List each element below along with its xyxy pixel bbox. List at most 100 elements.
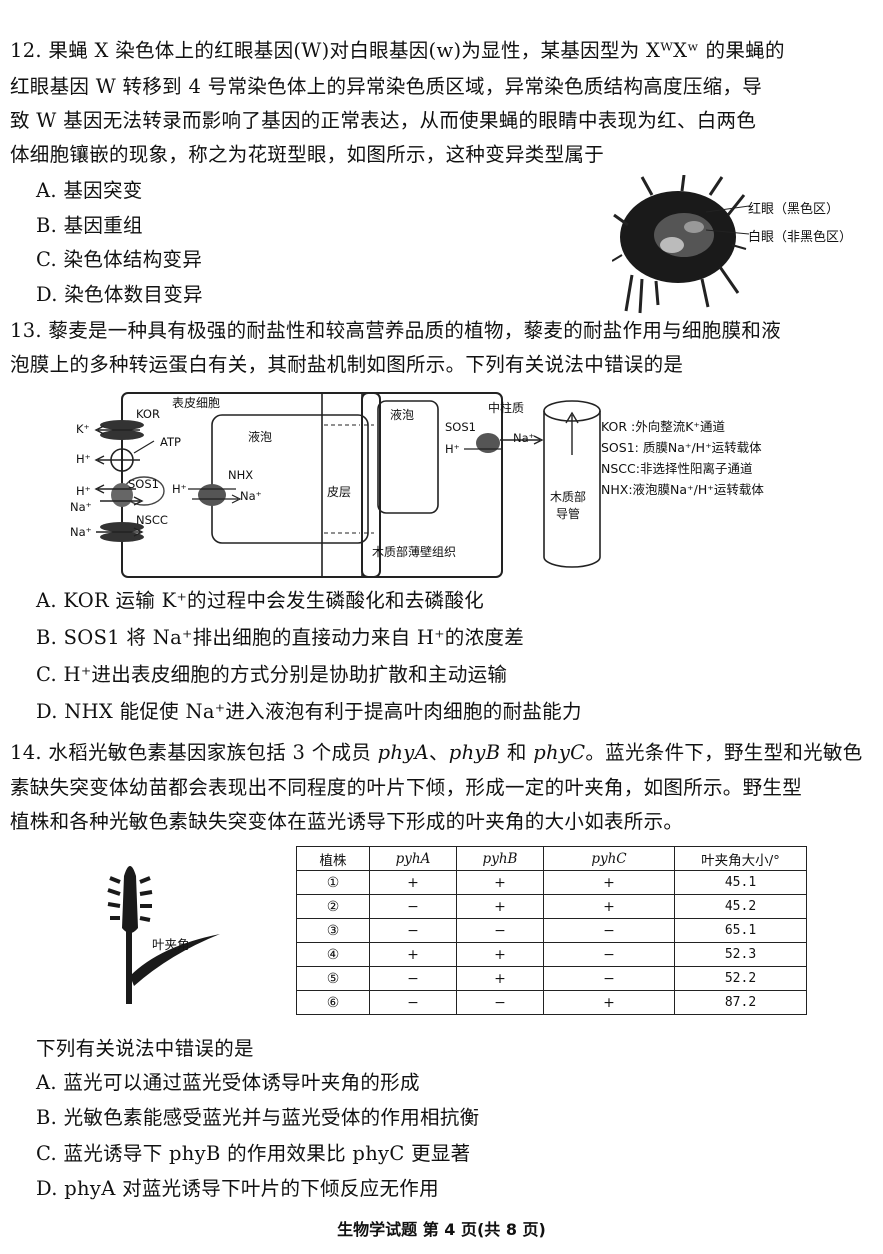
legend-nscc: NSCC:非选择性阳离子通道 bbox=[601, 461, 753, 476]
label-vacuole-2: 液泡 bbox=[390, 408, 415, 422]
q13-line-2: 泡膜上的多种转运蛋白有关，其耐盐机制如图所示。下列有关说法中错误的是 bbox=[10, 353, 684, 376]
th-pyhB: pyhB bbox=[456, 846, 544, 871]
page-footer: 生物学试题 第 4 页(共 8 页) bbox=[337, 1220, 546, 1239]
table-row: ① + + + 45.1 bbox=[296, 870, 807, 895]
th-leaf-angle: 叶夹角大小/° bbox=[674, 846, 807, 871]
fly-eye-figure bbox=[612, 175, 747, 314]
q14-line-1-suffix: 。蓝光条件下，野生型和光敏色 bbox=[585, 741, 863, 764]
cell-pyhA: − bbox=[369, 990, 457, 1015]
cell-pyhA: − bbox=[369, 894, 457, 919]
q13-option-c[interactable]: C. H⁺进出表皮细胞的方式分别是协助扩散和主动运输 bbox=[36, 663, 508, 686]
q14-option-a[interactable]: A. 蓝光可以通过蓝光受体诱导叶夹角的形成 bbox=[36, 1071, 420, 1094]
cell-pyhC: + bbox=[543, 870, 675, 895]
table-row: ⑥ − − + 87.2 bbox=[296, 990, 807, 1015]
label-vacuole-1: 液泡 bbox=[248, 430, 273, 444]
label-na-plus-2: Na⁺ bbox=[70, 525, 92, 539]
cell-plant: ③ bbox=[296, 918, 370, 943]
cell-pyhA: − bbox=[369, 918, 457, 943]
cell-pyhC: + bbox=[543, 990, 675, 1015]
label-h-plus-2: H⁺ bbox=[76, 484, 91, 498]
label-stele: 中柱质 bbox=[488, 401, 525, 415]
cell-plant: ② bbox=[296, 894, 370, 919]
label-k-plus: K⁺ bbox=[76, 422, 90, 436]
label-sos1-right: SOS1 bbox=[445, 420, 476, 434]
white-eye-label: 白眼（非黑色区） bbox=[748, 230, 853, 245]
label-nhx: NHX bbox=[228, 468, 254, 482]
legend-nhx: NHX:液泡膜Na⁺/H⁺运转载体 bbox=[601, 482, 764, 497]
red-eye-label: 红眼（黑色区） bbox=[748, 202, 840, 217]
table-row: ⑤ − + − 52.2 bbox=[296, 966, 807, 991]
th-pyhA: pyhA bbox=[369, 846, 457, 871]
th-plant: 植株 bbox=[296, 846, 370, 871]
cell-pyhA: − bbox=[369, 966, 457, 991]
q14-option-d[interactable]: D. phyA 对蓝光诱导下叶片的下倾反应无作用 bbox=[36, 1177, 439, 1200]
cell-pyhC: − bbox=[543, 966, 675, 991]
q13-line-1: 13. 藜麦是一种具有极强的耐盐性和较高营养品质的植物，藜麦的耐盐作用与细胞膜和… bbox=[10, 319, 782, 342]
cell-plant: ⑤ bbox=[296, 966, 370, 991]
cell-angle: 87.2 bbox=[674, 990, 807, 1015]
q14-sep-1: 、 bbox=[428, 741, 449, 764]
label-xylem-2: 导管 bbox=[556, 507, 581, 521]
cell-pyhA: + bbox=[369, 942, 457, 967]
label-kor: KOR bbox=[136, 407, 160, 421]
legend-kor: KOR :外向整流K⁺通道 bbox=[601, 419, 726, 434]
th-pyhC: pyhC bbox=[543, 846, 675, 871]
salt-tolerance-diagram bbox=[94, 392, 601, 578]
q14-line-2: 素缺失突变体幼苗都会表现出不同程度的叶片下倾，形成一定的叶夹角，如图所示。野生型 bbox=[10, 776, 803, 799]
q13-option-a[interactable]: A. KOR 运输 K⁺的过程中会发生磷酸化和去磷酸化 bbox=[36, 589, 485, 612]
q13-option-b[interactable]: B. SOS1 将 Na⁺排出细胞的直接动力来自 H⁺的浓度差 bbox=[36, 626, 525, 649]
label-h-plus-4: H⁺ bbox=[445, 442, 460, 456]
q12-line-1: 12. 果蝇 X 染色体上的红眼基因(W)对白眼基因(w)为显性，某基因型为 X… bbox=[10, 39, 785, 62]
table-row: ④ + + − 52.3 bbox=[296, 942, 807, 967]
label-parenchyma: 木质部薄壁组织 bbox=[372, 545, 457, 559]
leaf-angle-table: 植株 pyhA pyhB pyhC 叶夹角大小/° ① + + + 45.1 ②… bbox=[296, 846, 807, 1015]
q14-option-c[interactable]: C. 蓝光诱导下 phyB 的作用效果比 phyC 更显著 bbox=[36, 1142, 471, 1165]
table-row: ② − + + 45.2 bbox=[296, 894, 807, 919]
label-sos1-left: SOS1 bbox=[128, 477, 159, 491]
q14-sep-2: 和 bbox=[500, 741, 534, 764]
cell-pyhB: − bbox=[456, 918, 544, 943]
q12-option-c[interactable]: C. 染色体结构变异 bbox=[36, 248, 203, 271]
cell-angle: 52.3 bbox=[674, 942, 807, 967]
cell-plant: ① bbox=[296, 870, 370, 895]
table-row: ③ − − − 65.1 bbox=[296, 918, 807, 943]
cell-pyhB: − bbox=[456, 990, 544, 1015]
q12-line-2: 红眼基因 W 转移到 4 号常染色体上的异常染色质区域，异常染色质结构高度压缩，… bbox=[10, 75, 763, 98]
q12-line-4: 体细胞镶嵌的现象，称之为花斑型眼，如图所示，这种变异类型属于 bbox=[10, 143, 605, 166]
fly-eye-pointer-lines bbox=[706, 205, 750, 235]
label-na-plus-4: Na⁺ bbox=[513, 431, 535, 445]
q12-option-d[interactable]: D. 染色体数目变异 bbox=[36, 283, 203, 306]
cell-pyhC: − bbox=[543, 942, 675, 967]
q12-line-3: 致 W 基因无法转录而影响了基因的正常表达，从而使果蝇的眼睛中表现为红、白两色 bbox=[10, 109, 757, 132]
label-xylem-1: 木质部 bbox=[550, 490, 587, 504]
cell-pyhA: + bbox=[369, 870, 457, 895]
label-h-plus-1: H⁺ bbox=[76, 452, 91, 466]
label-nscc: NSCC bbox=[136, 513, 168, 527]
q14-stem: 下列有关说法中错误的是 bbox=[36, 1037, 254, 1060]
cell-angle: 65.1 bbox=[674, 918, 807, 943]
q12-option-a[interactable]: A. 基因突变 bbox=[36, 179, 143, 202]
legend-sos1: SOS1: 质膜Na⁺/H⁺运转载体 bbox=[601, 440, 762, 455]
label-cortex: 皮层 bbox=[327, 485, 352, 499]
cell-plant: ④ bbox=[296, 942, 370, 967]
cell-pyhC: − bbox=[543, 918, 675, 943]
gene-phyB: phyB bbox=[448, 741, 501, 764]
cell-pyhB: + bbox=[456, 894, 544, 919]
gene-phyA: phyA bbox=[377, 741, 429, 764]
label-h-plus-3: H⁺ bbox=[172, 482, 187, 496]
cell-pyhB: + bbox=[456, 870, 544, 895]
table-header-row: 植株 pyhA pyhB pyhC 叶夹角大小/° bbox=[296, 846, 807, 871]
q14-option-b[interactable]: B. 光敏色素能感受蓝光并与蓝光受体的作用相抗衡 bbox=[36, 1106, 480, 1129]
q12-option-b[interactable]: B. 基因重组 bbox=[36, 214, 143, 237]
label-na-plus-1: Na⁺ bbox=[70, 500, 92, 514]
label-na-plus-3: Na⁺ bbox=[240, 489, 262, 503]
cell-plant: ⑥ bbox=[296, 990, 370, 1015]
cell-pyhB: + bbox=[456, 942, 544, 967]
cell-angle: 45.1 bbox=[674, 870, 807, 895]
q14-line-1-prefix: 14. 水稻光敏色素基因家族包括 3 个成员 bbox=[10, 741, 378, 764]
cell-angle: 45.2 bbox=[674, 894, 807, 919]
label-atp: ATP bbox=[160, 435, 181, 449]
label-epidermal-cell: 表皮细胞 bbox=[172, 396, 221, 410]
cell-pyhB: + bbox=[456, 966, 544, 991]
q13-option-d[interactable]: D. NHX 能促使 Na⁺进入液泡有利于提高叶肉细胞的耐盐能力 bbox=[36, 700, 582, 723]
